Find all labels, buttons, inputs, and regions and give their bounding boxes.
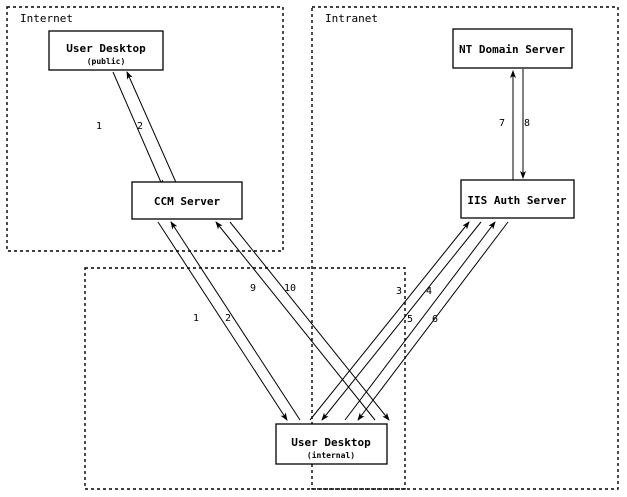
edge-line-3-internal-to-iis — [309, 221, 470, 421]
node-user-desktop-public[interactable]: User Desktop (public) — [48, 30, 164, 71]
edge-line-2-ccm-to-public — [126, 71, 179, 188]
node-ccm-server-title: CCM Server — [154, 195, 221, 208]
zone-internet: Internet — [6, 6, 284, 252]
node-user-desktop-public-box[interactable] — [48, 30, 164, 71]
edge-label-8-iis-internal: 6 — [432, 314, 438, 325]
edge-label-5-internal-iis: 5 — [407, 314, 413, 325]
node-iis-auth-server-title: IIS Auth Server — [467, 194, 567, 207]
edge-ccm-internal-b: 9 10 — [215, 221, 390, 421]
edge-label-2-internal-ccm: 2 — [225, 313, 231, 324]
node-nt-domain-server-box[interactable] — [452, 28, 573, 69]
edge-internal-iis-b: 5 6 — [344, 221, 509, 421]
edge-label-4-iis-internal: 4 — [426, 286, 432, 297]
edge-line-9-internal-to-ccm — [215, 221, 376, 421]
edge-internal-iis-a: 3 4 — [309, 221, 482, 421]
node-nt-domain-server[interactable]: NT Domain Server — [452, 28, 573, 69]
zone-internet-label: Internet — [20, 12, 73, 25]
edge-label-1-public-ccm: 1 — [96, 121, 102, 132]
node-user-desktop-internal-subtitle: (internal) — [307, 450, 355, 460]
edge-line-2-internal-to-ccm — [170, 221, 301, 421]
node-user-desktop-internal-title: User Desktop — [291, 436, 371, 449]
edge-label-2-ccm-public: 2 — [137, 121, 143, 132]
edge-line-4-iis-to-internal — [321, 221, 482, 421]
node-user-desktop-public-subtitle: (public) — [87, 56, 126, 66]
edge-label-9-internal-ccm: 9 — [250, 283, 256, 294]
zone-intranet-label: Intranet — [325, 12, 378, 25]
zone-internet-boundary — [6, 6, 284, 252]
edge-line-8-iis-to-internal — [357, 221, 509, 421]
node-user-desktop-public-title: User Desktop — [66, 42, 146, 55]
edge-label-6-iis-ntdomain: 7 — [499, 118, 505, 129]
edge-line-10-ccm-to-internal — [229, 221, 390, 421]
edge-public-ccm: 1 2 — [96, 71, 179, 188]
edge-label-7-ntdomain-iis: 8 — [524, 118, 530, 129]
node-iis-auth-server[interactable]: IIS Auth Server — [460, 179, 575, 219]
edge-line-1-ccm-to-internal — [157, 221, 288, 421]
edge-ccm-internal-a: 1 2 — [157, 221, 301, 421]
edge-label-1-ccm-internal: 1 — [193, 313, 199, 324]
edge-line-5-internal-to-iis — [344, 221, 496, 421]
zone-intranet-boundary — [311, 6, 619, 490]
node-ccm-server-box[interactable] — [131, 181, 243, 220]
node-ccm-server[interactable]: CCM Server — [131, 181, 243, 220]
node-iis-auth-server-box[interactable] — [460, 179, 575, 219]
edge-line-1-public-to-ccm — [112, 71, 164, 188]
node-user-desktop-internal[interactable]: User Desktop (internal) — [275, 423, 388, 465]
zone-intranet: Intranet — [311, 6, 619, 490]
edge-iis-ntdomain: 7 8 — [499, 69, 530, 180]
node-nt-domain-server-title: NT Domain Server — [459, 43, 565, 56]
node-user-desktop-internal-box[interactable] — [275, 423, 388, 465]
edge-label-3-internal-iis: 3 — [396, 286, 402, 297]
edge-label-10-ccm-internal: 10 — [284, 283, 296, 294]
